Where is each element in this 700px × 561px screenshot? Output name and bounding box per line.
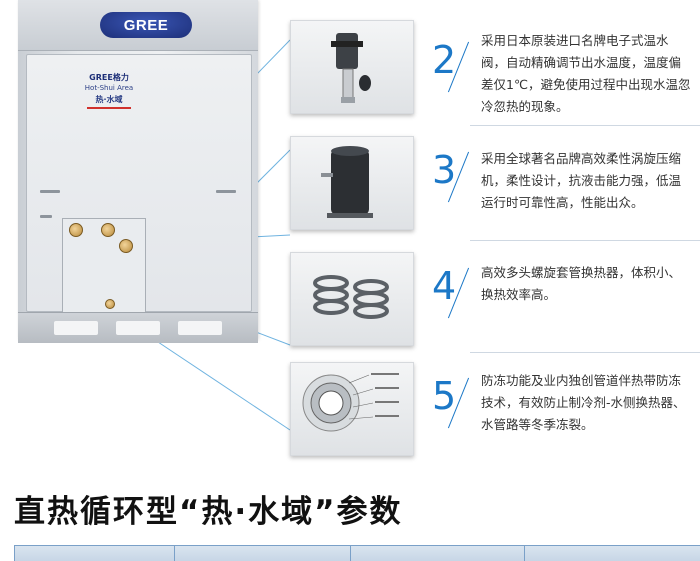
table-col-divider — [14, 546, 15, 561]
feature-number: 3 — [432, 148, 457, 192]
base-slot — [54, 321, 98, 335]
base-slot — [116, 321, 160, 335]
parameter-table-header — [14, 545, 700, 561]
vent-slot — [40, 215, 52, 218]
electronic-valve-icon — [331, 33, 371, 103]
base-slot — [178, 321, 222, 335]
gree-logo-text: GREE — [123, 16, 169, 34]
table-col-divider — [174, 546, 175, 561]
feature-image-compressor — [290, 136, 414, 230]
feature-number: 5 — [432, 374, 457, 418]
unit-top-panel: GREE — [18, 0, 258, 51]
pipe-fitting-icon — [119, 239, 133, 253]
section-title: 直热循环型“热·水域”参数 — [14, 494, 403, 530]
badge-en: Hot-Shui Area — [84, 84, 134, 92]
feature-image-valve — [290, 20, 414, 114]
feature-number: 2 — [432, 38, 457, 82]
coil-heat-exchanger-icon — [313, 275, 389, 319]
badge-logo: GREE格力 — [89, 73, 129, 82]
pipe-fitting-icon — [101, 223, 115, 237]
separator — [470, 125, 700, 126]
separator — [470, 240, 700, 241]
gree-logo: GREE — [100, 12, 192, 38]
heat-pump-unit: GREE — [18, 0, 258, 340]
table-col-divider — [350, 546, 351, 561]
feature-text: 高效多头螺旋套管换热器，体积小、换热效率高。 — [481, 265, 682, 302]
pipe-connection-box — [62, 218, 146, 316]
compressor-icon — [321, 146, 373, 218]
feature-image-antifreeze — [290, 362, 414, 456]
vent-slot — [216, 190, 236, 193]
antifreeze-pipe-icon — [302, 373, 399, 432]
feature-text: 采用日本原装进口名牌电子式温水阀，自动精确调节出水温度，温度偏差仅1℃，避免使用… — [481, 33, 691, 114]
vent-slot — [40, 190, 60, 193]
separator — [470, 352, 700, 353]
feature-text: 防冻功能及业内独创管道伴热带防冻技术，有效防止制冷剂-水侧换热器、水管路等冬季冻… — [481, 373, 686, 432]
feature-number: 4 — [432, 264, 457, 308]
pipe-fitting-icon — [69, 223, 83, 237]
badge-cn: 热·水域 — [95, 95, 123, 104]
feature-text: 采用全球著名品牌高效柔性涡旋压缩机，柔性设计，抗液击能力强，低温运行时可靠性高，… — [481, 151, 682, 210]
table-col-divider — [524, 546, 525, 561]
unit-base — [18, 312, 258, 343]
badge-underline — [87, 107, 131, 109]
product-badge: GREE格力 Hot-Shui Area 热·水域 — [74, 72, 144, 112]
feature-image-heat-exchanger — [290, 252, 414, 346]
drain-fitting-icon — [105, 299, 115, 309]
